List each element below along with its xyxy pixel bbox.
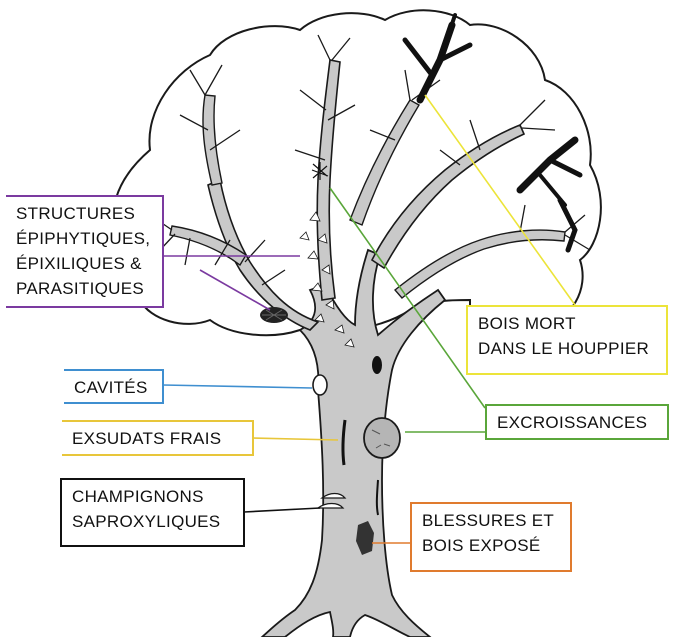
bois-mort-line-2: DANS LE HOUPPIER bbox=[478, 336, 656, 361]
leader-champignons bbox=[244, 508, 320, 512]
champignons-line-2: SAPROXYLIQUES bbox=[72, 509, 233, 534]
structures-line-1: STRUCTURES bbox=[16, 201, 152, 226]
structures-line-3: ÉPIXILIQUES & bbox=[16, 251, 152, 276]
label-cavites: CAVITÉS bbox=[64, 369, 164, 404]
structures-line-2: ÉPIPHYTIQUES, bbox=[16, 226, 152, 251]
bois-mort-line-1: BOIS MORT bbox=[478, 311, 656, 336]
excroissances-line-1: EXCROISSANCES bbox=[497, 410, 657, 435]
label-bois-mort: BOIS MORT DANS LE HOUPPIER bbox=[466, 305, 668, 375]
cavity-right bbox=[372, 356, 382, 374]
label-structures: STRUCTURES ÉPIPHYTIQUES, ÉPIXILIQUES & P… bbox=[6, 195, 164, 308]
parasite-clump bbox=[260, 307, 288, 323]
canopy-outline bbox=[110, 10, 601, 335]
champignons-line-1: CHAMPIGNONS bbox=[72, 484, 233, 509]
blessures-line-2: BOIS EXPOSÉ bbox=[422, 533, 560, 558]
exsudats-line-1: EXSUDATS FRAIS bbox=[72, 426, 242, 451]
label-champignons: CHAMPIGNONS SAPROXYLIQUES bbox=[60, 478, 245, 547]
leader-cavites bbox=[163, 385, 312, 388]
label-exsudats: EXSUDATS FRAIS bbox=[62, 420, 254, 456]
blessures-line-1: BLESSURES ET bbox=[422, 508, 560, 533]
burl bbox=[364, 418, 400, 458]
cavity-left bbox=[313, 375, 327, 395]
label-excroissances: EXCROISSANCES bbox=[485, 404, 669, 440]
label-blessures: BLESSURES ET BOIS EXPOSÉ bbox=[410, 502, 572, 572]
cavites-line-1: CAVITÉS bbox=[74, 375, 152, 400]
structures-line-4: PARASITIQUES bbox=[16, 276, 152, 301]
